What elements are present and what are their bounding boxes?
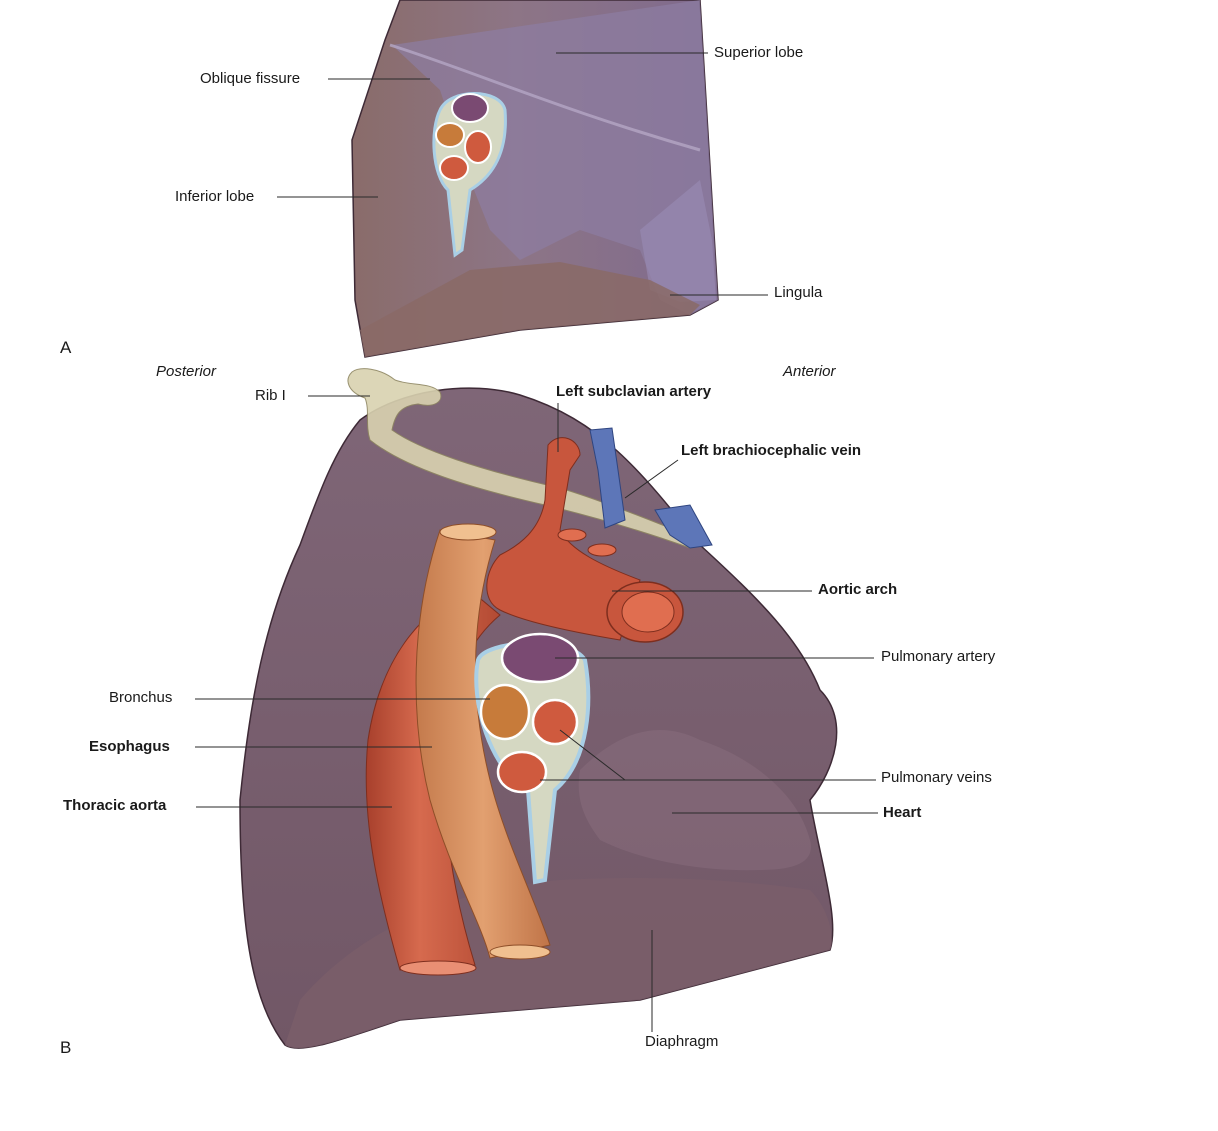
- panel-b-letter: B: [60, 1038, 72, 1057]
- oblique-fissure-line: [389, 43, 701, 152]
- panel-b-lung: [239, 368, 838, 1049]
- lingula-region: [640, 180, 716, 302]
- label-left-brachiocephalic-vein: Left brachiocephalic vein: [681, 442, 862, 459]
- label-superior-lobe: Superior lobe: [714, 44, 804, 61]
- label-oblique-fissure: Oblique fissure: [200, 70, 301, 87]
- leader-lines: [195, 52, 878, 1032]
- label-diaphragm: Diaphragm: [645, 1033, 719, 1050]
- label-lingula: Lingula: [774, 284, 823, 301]
- leader-pulmonary-veins-1: [559, 729, 626, 781]
- label-inferior-lobe: Inferior lobe: [175, 188, 255, 205]
- lung-a-diaphragm-surface: [360, 262, 700, 357]
- label-posterior: Posterior: [156, 363, 217, 380]
- label-aortic-arch: Aortic arch: [818, 581, 898, 598]
- superior-lobe-region: [392, 0, 718, 315]
- panel-a-letter: A: [60, 338, 72, 357]
- label-esophagus: Esophagus: [89, 738, 170, 755]
- label-pulmonary-artery: Pulmonary artery: [881, 648, 996, 665]
- label-anterior: Anterior: [783, 363, 836, 380]
- label-bronchus: Bronchus: [109, 689, 173, 706]
- label-left-subclavian-artery: Left subclavian artery: [556, 383, 712, 400]
- panel-a-lung: [351, 0, 719, 358]
- label-thoracic-aorta: Thoracic aorta: [63, 797, 167, 814]
- label-rib: Rib I: [255, 387, 286, 404]
- left-brachiocephalic-vein: [589, 427, 713, 549]
- label-heart: Heart: [883, 804, 922, 821]
- heart-impression-region: [578, 730, 811, 871]
- leader-left-brachiocephalic-vein: [624, 459, 679, 499]
- hilum-a: [432, 92, 507, 258]
- label-pulmonary-veins: Pulmonary veins: [881, 769, 992, 786]
